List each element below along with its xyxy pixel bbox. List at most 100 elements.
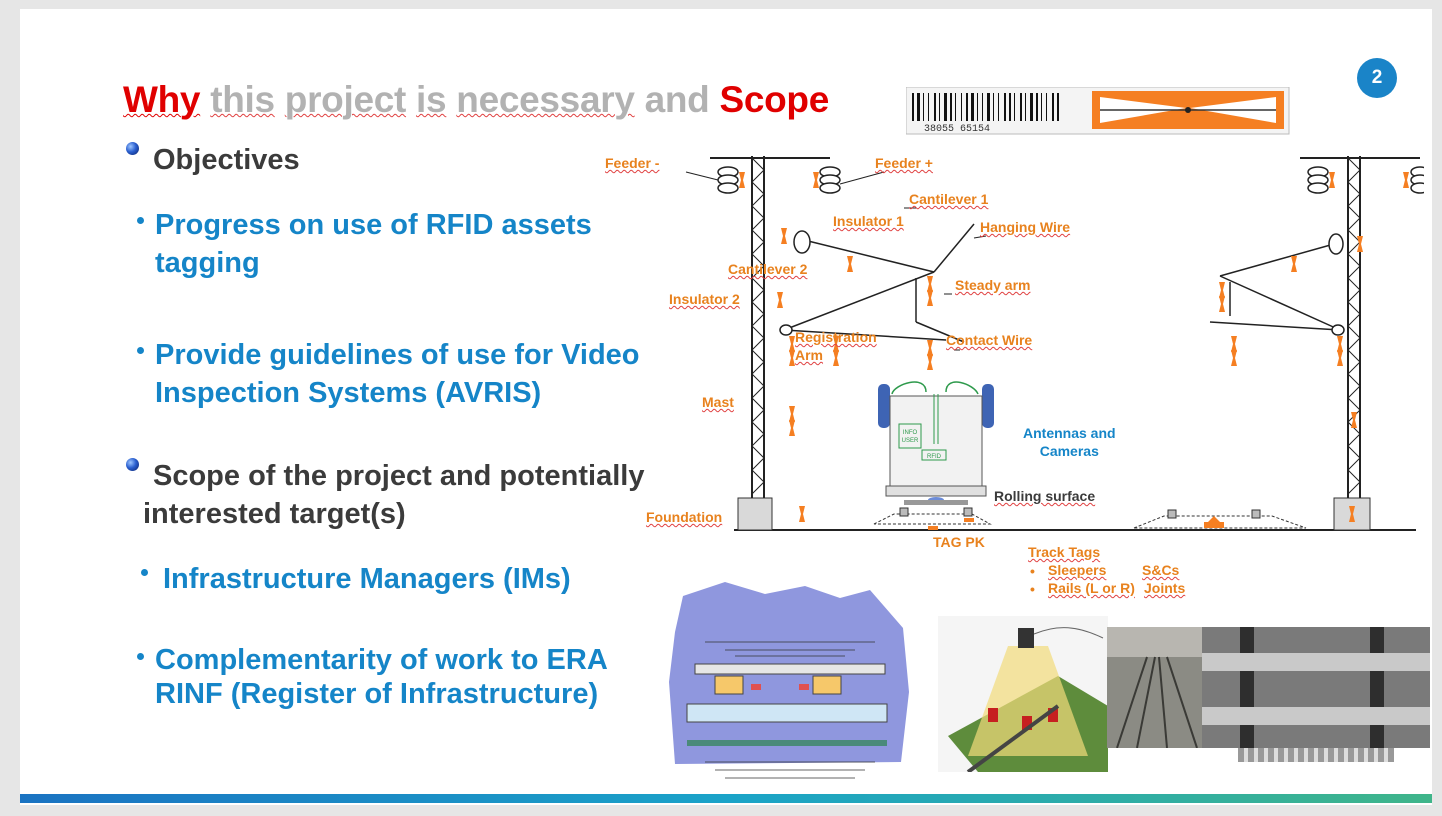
cantilever-right: [1209, 243, 1341, 331]
red-tag-3: [1048, 708, 1058, 722]
foundation-left: [737, 497, 773, 531]
label-registration-arm-1: Registration: [795, 329, 877, 345]
tag-pk-marker: [928, 526, 938, 530]
track-arrow-icon: [1208, 516, 1220, 522]
label-registration-arm-2: Arm: [795, 347, 824, 363]
drawing-part-left: [714, 675, 744, 695]
tag-marker: [927, 354, 933, 370]
label-rolling-surface: Rolling surface: [994, 488, 1096, 504]
title-word: and: [644, 79, 710, 120]
label-cantilever-2: Cantilever 2: [728, 261, 808, 277]
label-insulator-1: Insulator 1: [833, 213, 904, 229]
label-rails: Rails (L or R): [1048, 580, 1135, 596]
tag-marker: [789, 336, 795, 352]
bullet-rails: •: [1030, 581, 1035, 597]
tag-marker: [847, 256, 853, 272]
mast-left: [751, 156, 765, 498]
scope-heading-line1: Scope of the project and potentially: [153, 460, 645, 492]
tag-marker: [1231, 350, 1237, 366]
bullet-dot-icon: [137, 653, 144, 660]
tag-marker: [833, 336, 839, 352]
drawing-part-right: [812, 675, 842, 695]
svg-text:RFID: RFID: [927, 454, 942, 460]
label-antennas-line1: Antennas and: [1023, 425, 1116, 441]
label-insulator-2: Insulator 2: [669, 291, 740, 307]
rail-photo-line: [966, 704, 1060, 772]
label-tag-pk: TAG PK: [933, 534, 985, 550]
scope-heading: Scope of the project and potentially int…: [143, 457, 644, 533]
mast-right: [1347, 156, 1361, 498]
drawing-rail: [687, 740, 887, 746]
tag-marker: [789, 420, 795, 436]
label-sc: S&Cs: [1142, 562, 1180, 578]
target-2-line1: Complementarity of work to ERA: [155, 644, 608, 676]
title-word-why: Why: [123, 79, 201, 120]
label-hanging-wire: Hanging Wire: [980, 219, 1071, 235]
objective-2-line1: Provide guidelines of use for Video: [155, 339, 640, 371]
camera-scan-illustration: [938, 616, 1108, 772]
sleeper-scan-photo: [1202, 627, 1430, 748]
target-1-line1: Infrastructure Managers (IMs): [163, 563, 571, 595]
bullet-dot-icon: [137, 347, 144, 354]
tag-marker: [833, 350, 839, 366]
title-word: necessary: [456, 79, 635, 120]
label-feeder-minus: Feeder -: [605, 155, 660, 171]
svg-text:USER: USER: [902, 438, 919, 444]
tag-marker: [927, 276, 933, 292]
target-2: Complementarity of work to ERA RINF (Reg…: [155, 643, 608, 711]
feeder-insulators: [717, 166, 1424, 194]
tag-marker: [813, 172, 819, 188]
label-foundation: Foundation: [646, 509, 723, 525]
tag-marker: [1357, 236, 1363, 252]
title-word: is: [416, 79, 447, 120]
rfid-chip: [1185, 107, 1191, 113]
label-steady-arm: Steady arm: [955, 277, 1031, 293]
page-number-badge: 2: [1357, 58, 1397, 98]
camera-body: [1018, 628, 1034, 648]
track-rails: [873, 507, 1307, 529]
svg-text:INFO: INFO: [903, 430, 918, 436]
tag-marker: [789, 406, 795, 422]
drawing-dimension-lines: [705, 641, 875, 779]
train-front: INFO USER RFID: [878, 381, 994, 505]
title-word-scope: Scope: [719, 79, 830, 120]
objective-2: Provide guidelines of use for Video Insp…: [155, 336, 640, 412]
barcode-number: 38055 65154: [924, 124, 990, 135]
drawing-beam: [694, 663, 886, 675]
catenary-diagram: INFO USER RFID: [685, 156, 1424, 531]
drawing-tag-right: [799, 684, 809, 690]
leader-lines: [685, 171, 987, 351]
label-feeder-plus: Feeder +: [875, 155, 933, 171]
tag-marker: [799, 506, 805, 522]
drawing-axle: [686, 703, 888, 723]
tag-marker: [1351, 412, 1357, 428]
track-photo: [1107, 627, 1202, 748]
cantilever-left: [783, 223, 975, 343]
scope-heading-line2: interested target(s): [143, 498, 406, 530]
photo-strip: [1238, 748, 1394, 762]
bullet-dot-icon: [137, 217, 144, 224]
label-cantilever-1: Cantilever 1: [909, 191, 989, 207]
tag-marker: [1219, 282, 1225, 298]
label-track-tags: Track Tags: [1028, 544, 1101, 560]
objective-2-line2: Inspection Systems (AVRIS): [155, 377, 542, 409]
label-contact-wire: Contact Wire: [946, 332, 1033, 348]
label-joints: Joints: [1144, 580, 1186, 596]
cantilever-insulators: [779, 230, 1345, 336]
tag-marker: [927, 290, 933, 306]
track-tag-marker: [964, 518, 974, 522]
slide-title: Why this project is necessary and Scope: [123, 79, 829, 121]
title-word: this: [210, 79, 275, 120]
tag-marker: [927, 340, 933, 356]
objectives-heading: Objectives: [153, 144, 300, 176]
rfid-tag-image: 38055 65154: [906, 87, 1290, 135]
tag-marker: [1349, 506, 1355, 522]
tag-marker: [777, 292, 783, 308]
red-tag-1: [988, 708, 998, 722]
tag-marker: [1231, 336, 1237, 352]
tag-marker: [1337, 350, 1343, 366]
title-word: project: [284, 79, 407, 120]
camera-cable: [1033, 627, 1104, 639]
label-antennas-line2: Cameras: [1039, 443, 1099, 459]
drawing-tag-left: [751, 684, 761, 690]
